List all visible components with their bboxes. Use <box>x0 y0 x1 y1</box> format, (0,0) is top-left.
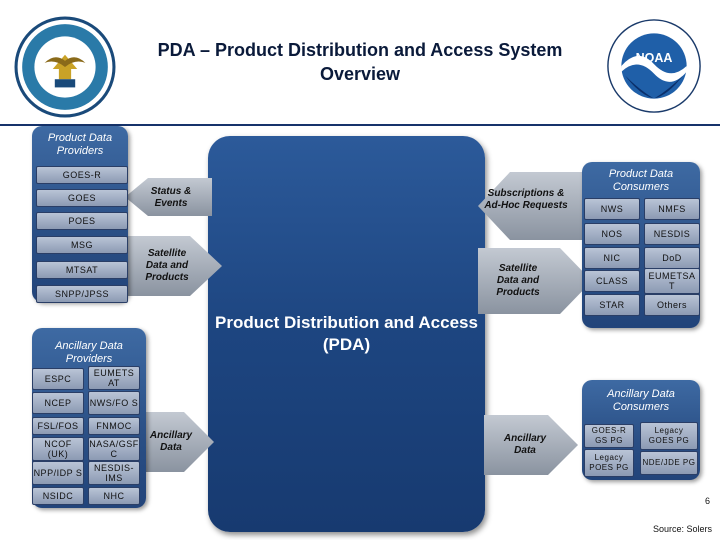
ancillary-out-arrow <box>484 415 578 475</box>
ancillary-provider-node: NCOF (UK) <box>32 437 84 461</box>
status-events-arrow <box>125 178 212 216</box>
source-note: Source: Solers <box>652 524 712 534</box>
commerce-seal-icon <box>14 16 116 118</box>
ancillary-provider-node: NSIDC <box>32 487 84 505</box>
ancillary-in-label: Ancillary Data <box>149 430 193 453</box>
satellite-in-arrow <box>125 236 222 296</box>
consumers-title: Product Data Consumers <box>608 168 674 193</box>
page-number: 6 <box>704 496 710 506</box>
ancillary-consumer-node: GOES-R GS PG <box>584 424 634 448</box>
consumer-node: NOS <box>584 223 640 245</box>
ancillary-provider-node: FSL/FOS <box>32 417 84 435</box>
status-events-label: Status & Events <box>150 186 192 209</box>
noaa-logo-icon: NOAA <box>607 19 701 113</box>
ancillary-provider-node: NHC <box>88 487 140 505</box>
consumer-node: NIC <box>584 247 640 269</box>
consumer-node: STAR <box>584 294 640 316</box>
ancillary-consumers-title: Ancillary Data Consumers <box>607 388 675 413</box>
ancillary-provider-node: NESDIS-IMS <box>88 461 140 485</box>
satellite-out-label: Satellite Data and Products <box>496 263 540 298</box>
provider-node: GOES <box>36 189 128 207</box>
ancillary-in-arrow <box>128 412 214 472</box>
providers-title: Product Data Providers <box>47 132 113 157</box>
ancillary-provider-node: NWS/FO S <box>88 391 140 415</box>
satellite-in-label: Satellite Data and Products <box>145 248 189 283</box>
pda-center-label: Product Distribution and Access (PDA) <box>215 313 478 354</box>
consumer-node: NMFS <box>644 198 700 220</box>
consumer-node: Others <box>644 294 700 316</box>
ancillary-consumer-node: Legacy GOES PG <box>640 422 698 450</box>
header-divider <box>0 124 720 126</box>
subscriptions-arrow <box>478 172 584 240</box>
provider-node: POES <box>36 212 128 230</box>
ancillary-provider-node: FNMOC <box>88 417 140 435</box>
ancillary-providers-title: Ancillary Data Providers <box>55 340 123 365</box>
provider-node: MTSAT <box>36 261 128 279</box>
pda-center-block <box>208 136 485 532</box>
consumer-node: NWS <box>584 198 640 220</box>
ancillary-out-label: Ancillary Data <box>503 433 547 456</box>
ancillary-provider-node: NPP/IDP S <box>32 461 84 485</box>
svg-text:NOAA: NOAA <box>636 51 673 65</box>
provider-node: GOES-R <box>36 166 128 184</box>
ancillary-consumer-node: Legacy POES PG <box>584 449 634 477</box>
provider-node: SNPP/JPSS <box>36 285 128 303</box>
consumer-node: CLASS <box>584 270 640 292</box>
ancillary-provider-node: ESPC <box>32 368 84 390</box>
subscriptions-label: Subscriptions & Ad-Hoc Requests <box>484 188 568 211</box>
consumer-node: DoD <box>644 247 700 269</box>
provider-node: MSG <box>36 236 128 254</box>
page-title: PDA – Product Distribution and Access Sy… <box>157 40 563 84</box>
ancillary-consumer-node: NDE/JDE PG <box>640 451 698 475</box>
consumer-node: EUMETSA T <box>644 268 700 294</box>
ancillary-provider-node: NCEP <box>32 392 84 414</box>
ancillary-provider-node: EUMETS AT <box>88 366 140 390</box>
consumer-node: NESDIS <box>644 223 700 245</box>
ancillary-provider-node: NASA/GSF C <box>88 437 140 461</box>
satellite-out-arrow <box>478 248 592 314</box>
